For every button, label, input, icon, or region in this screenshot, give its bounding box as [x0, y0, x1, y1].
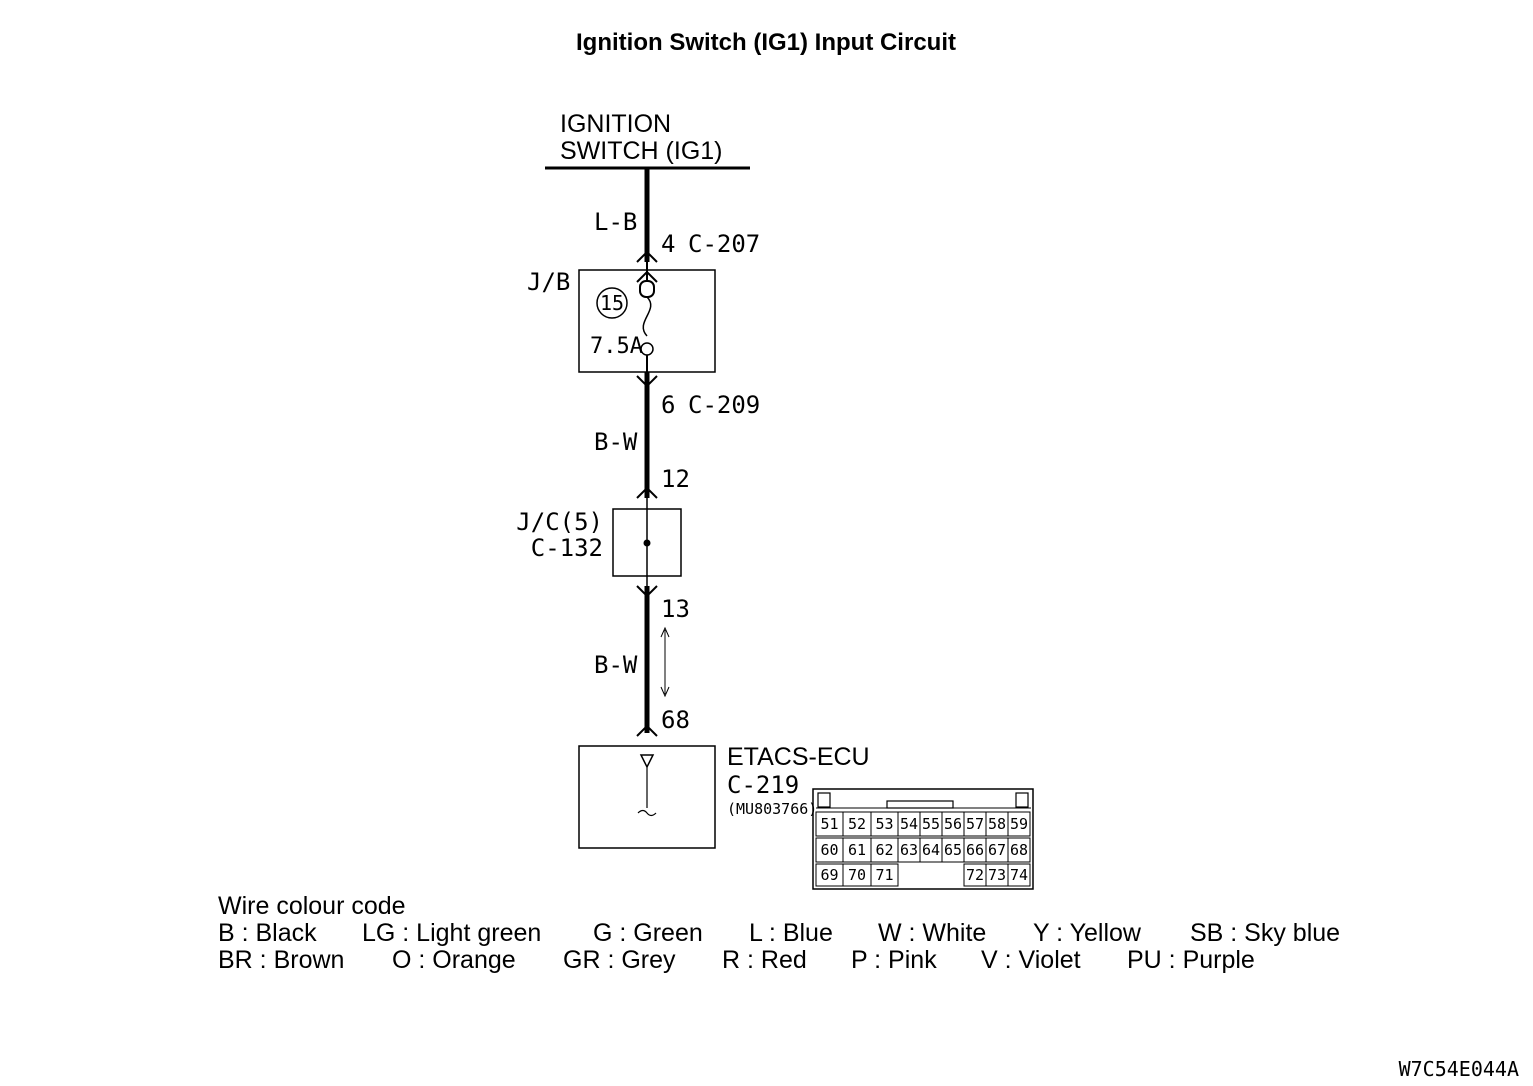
- pin-number: 51: [820, 815, 838, 833]
- pin-number: 67: [988, 841, 1006, 859]
- legend-item: G : Green: [593, 919, 703, 947]
- pin-number: 63: [900, 841, 918, 859]
- legend-item: R : Red: [722, 946, 807, 974]
- fuse-number-circle: [596, 287, 628, 319]
- pin-number: 72: [966, 866, 984, 884]
- latch-left-icon: [817, 792, 831, 808]
- legend-item: L : Blue: [749, 919, 833, 947]
- pin-number: 58: [988, 815, 1006, 833]
- legend-item: SB : Sky blue: [1190, 919, 1340, 947]
- ignition-label-line2: SWITCH (IG1): [560, 137, 723, 165]
- jc-connector: C-132: [531, 534, 603, 562]
- latch-right-icon: [1015, 792, 1029, 808]
- pin-number: 53: [875, 815, 893, 833]
- pin-cell: [1007, 811, 1031, 837]
- pin-number: 69: [820, 866, 838, 884]
- legend-item: B : Black: [218, 919, 317, 947]
- pin-number: 64: [922, 841, 940, 859]
- wire2-connector: C-209: [688, 391, 760, 419]
- legend-item: GR : Grey: [563, 946, 676, 974]
- fuse-rating: 7.5A: [590, 334, 643, 359]
- wire1-pin: 4: [661, 230, 675, 258]
- pin-number: 65: [944, 841, 962, 859]
- pin-cell: [870, 863, 899, 887]
- wire3-pin-in: 68: [661, 706, 690, 734]
- wire-b-w-upper: 6 C-209 B-W 12: [594, 372, 760, 499]
- wire2-colour: B-W: [594, 428, 638, 456]
- legend-item: Y : Yellow: [1033, 919, 1142, 947]
- legend-item: O : Orange: [392, 946, 516, 974]
- legend-item: W : White: [878, 919, 986, 947]
- wire3-pin-out: 13: [661, 595, 690, 623]
- ecu-connector: C-219: [727, 771, 799, 799]
- ignition-label-line1: IGNITION: [560, 110, 671, 138]
- pin-number: 74: [1010, 866, 1028, 884]
- pin-number: 71: [875, 866, 893, 884]
- jb-label: J/B: [527, 268, 570, 296]
- pin-number: 59: [1010, 815, 1028, 833]
- wire2-pin-out: 6: [661, 391, 675, 419]
- ecu-part-number: (MU803766): [727, 800, 817, 818]
- pin-number: 66: [966, 841, 984, 859]
- input-terminal-icon: [639, 754, 655, 769]
- ground-wave-icon: [637, 809, 657, 817]
- connector-chevron-icon: [636, 724, 658, 737]
- pin-number: 57: [966, 815, 984, 833]
- pin-number: 70: [848, 866, 866, 884]
- pin-number: 60: [820, 841, 838, 859]
- pin-cell: [1007, 863, 1031, 887]
- wire3-colour: B-W: [594, 651, 638, 679]
- connector-chevron-icon: [636, 375, 658, 388]
- legend-heading: Wire colour code: [218, 892, 406, 920]
- connector-chevron-icon: [636, 486, 658, 499]
- wire1-connector: C-207: [688, 230, 760, 258]
- pin-number: 73: [988, 866, 1006, 884]
- jc-label: J/C(5): [516, 508, 603, 536]
- etacs-ecu: ETACS-ECU C-219 (MU803766): [578, 743, 870, 849]
- wire-b-w-lower: 13 B-W 68: [594, 585, 690, 737]
- keyway-icon: [886, 800, 954, 809]
- pin-number: 56: [944, 815, 962, 833]
- joint-connector: J/C(5) C-132: [516, 498, 682, 586]
- pin-number: 55: [922, 815, 940, 833]
- ecu-name: ETACS-ECU: [727, 743, 870, 771]
- diagram-title: Ignition Switch (IG1) Input Circuit: [576, 29, 956, 56]
- ignition-switch: IGNITION SWITCH (IG1): [545, 110, 750, 170]
- legend-item: PU : Purple: [1127, 946, 1255, 974]
- fuse-element-icon: [642, 296, 652, 337]
- pin-number: 52: [848, 815, 866, 833]
- junction-block: J/B 15 7.5A: [527, 252, 716, 373]
- pin-number: 61: [848, 841, 866, 859]
- connector-chevron-icon: [636, 585, 658, 598]
- legend-item: V : Violet: [981, 946, 1081, 974]
- pin-number: 54: [900, 815, 918, 833]
- fuse-number: 15: [600, 291, 624, 315]
- wire2-pin-in: 12: [661, 465, 690, 493]
- pin-number: 68: [1010, 841, 1028, 859]
- wire-l-b: L-B 4 C-207: [594, 168, 760, 263]
- pin-cell: [1007, 837, 1031, 863]
- wire-colour-legend: Wire colour code B : Black LG : Light gre…: [218, 892, 1340, 974]
- fuse-terminal-icon: [639, 280, 655, 298]
- figure-code: W7C54E044A: [1399, 1057, 1519, 1081]
- legend-item: BR : Brown: [218, 946, 344, 974]
- legend-row-1: B : Black LG : Light green G : Green L : Bl…: [218, 919, 1340, 947]
- legend-item: LG : Light green: [362, 919, 541, 947]
- legend-item: P : Pink: [851, 946, 937, 974]
- splice-point-icon: [643, 539, 651, 547]
- wire1-colour: L-B: [594, 208, 637, 236]
- pin-number: 62: [875, 841, 893, 859]
- legend-row-2: BR : Brown O : Orange GR : Grey R : Red P : …: [218, 946, 1255, 974]
